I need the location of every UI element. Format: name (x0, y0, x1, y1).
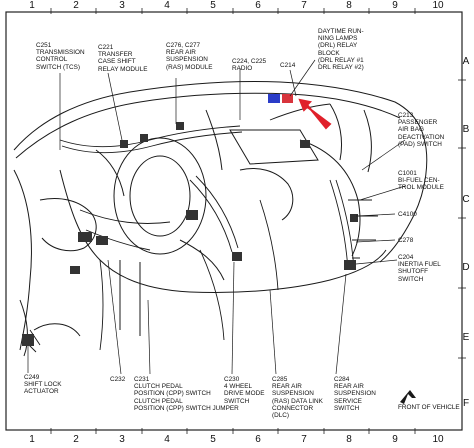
label-c276: C276, C277 REAR AIR SUSPENSION (RAS) MOD… (166, 42, 213, 71)
label-c1001: C1001 BI-FUEL CEN- TROL MODULE (398, 170, 444, 192)
label-c278: C278 (398, 237, 414, 244)
drl-connector-red (282, 94, 293, 103)
grid-row-e: E (462, 332, 470, 343)
grid-col-bottom-4: 4 (164, 434, 170, 445)
grid-col-bottom-2: 2 (73, 434, 79, 445)
grid-col-bottom-10: 10 (432, 434, 444, 445)
label-c251: C251 TRANSMISSION CONTROL SWITCH (TCS) (36, 42, 85, 71)
grid-row-f: F (462, 398, 470, 409)
grid-row-c: C (462, 194, 470, 205)
grid-col-3: 3 (119, 0, 125, 11)
grid-col-6: 6 (255, 0, 261, 11)
grid-row-a: A (462, 56, 470, 67)
label-c4100: C4100 (398, 211, 417, 218)
grid-ticks (50, 8, 466, 434)
connectors (22, 122, 358, 346)
label-c221: C221 TRANSFER CASE SHIFT RELAY MODULE (98, 44, 148, 73)
wiring-harness (23, 103, 378, 353)
label-c285: C285 REAR AIR SUSPENSION (RAS) DATA LINK… (272, 376, 323, 420)
grid-col-bottom-7: 7 (301, 434, 307, 445)
grid-col-bottom-6: 6 (255, 434, 261, 445)
grid-col-bottom-1: 1 (29, 434, 35, 445)
grid-row-d: D (462, 262, 470, 273)
dashboard-outline (13, 80, 428, 357)
label-daytime-running-lamps: DAYTIME RUN- NING LAMPS (DRL) RELAY BLOC… (318, 28, 364, 72)
front-arrow-icon (400, 390, 416, 404)
grid-col-1: 1 (29, 0, 35, 11)
label-c213: C213 PASSENGER AIR BAG DEACTIVATION (PAD… (398, 112, 445, 148)
frame-border (5, 11, 463, 431)
grid-col-2: 2 (73, 0, 79, 11)
grid-row-b: B (462, 124, 470, 135)
label-c204: C204 INERTIA FUEL SHUTOFF SWITCH (398, 254, 441, 283)
label-front-of-vehicle: FRONT OF VEHICLE (398, 404, 460, 411)
red-arrow (298, 98, 332, 130)
grid-col-8: 8 (346, 0, 352, 11)
drl-connector-blue (268, 94, 280, 103)
leader-lines (27, 59, 406, 375)
label-c224: C224, C225 RADIO (232, 58, 267, 73)
grid-col-bottom-8: 8 (346, 434, 352, 445)
grid-col-10: 10 (432, 0, 444, 11)
label-c231: C231 CLUTCH PEDAL POSITION (CPP) SWITCH … (134, 376, 239, 412)
label-c249: C249 SHIFT LOCK ACTUATOR (24, 374, 62, 396)
grid-col-5: 5 (210, 0, 216, 11)
grid-col-9: 9 (392, 0, 398, 11)
grid-col-4: 4 (164, 0, 170, 11)
grid-col-bottom-5: 5 (210, 434, 216, 445)
label-c214: C214 (280, 62, 296, 69)
label-c284: C284 REAR AIR SUSPENSION SERVICE SWITCH (334, 376, 376, 412)
label-c232: C232 (110, 376, 126, 383)
grid-col-7: 7 (301, 0, 307, 11)
grid-col-bottom-3: 3 (119, 434, 125, 445)
grid-col-bottom-9: 9 (392, 434, 398, 445)
label-c230: C230 4 WHEEL DRIVE MODE SWITCH (224, 376, 265, 405)
